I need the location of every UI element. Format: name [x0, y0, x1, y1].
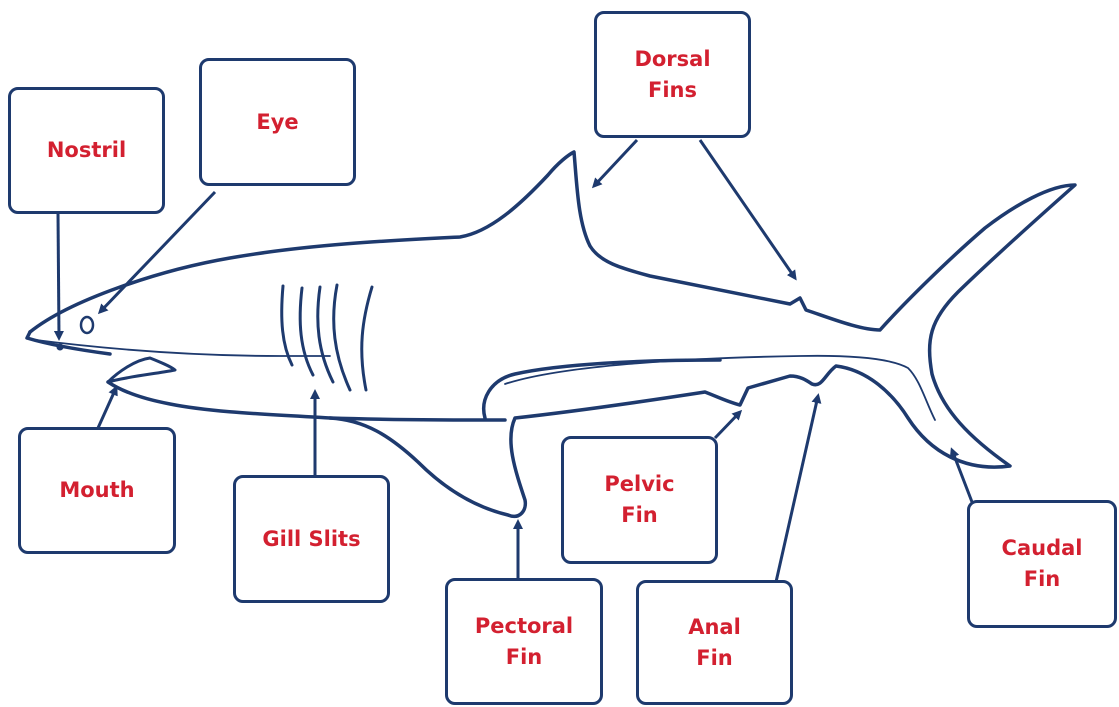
- label-eye: Eye: [256, 107, 298, 138]
- label-box-mouth: Mouth: [18, 427, 176, 554]
- dorsal-fin-arrow-2: [700, 140, 795, 278]
- label-box-dorsal-fins: Dorsal Fins: [594, 11, 751, 138]
- label-gill-slits: Gill Slits: [262, 524, 360, 555]
- label-pectoral-fin: Pectoral Fin: [475, 611, 573, 673]
- anal-fin-arrow: [776, 396, 818, 582]
- nostril-arrow: [58, 213, 59, 338]
- gill-slit-3: [318, 287, 333, 382]
- pelvic-fin-arrow: [715, 412, 740, 438]
- shark-mouth-line: [108, 358, 175, 382]
- label-anal-fin: Anal Fin: [688, 612, 741, 674]
- label-nostril: Nostril: [47, 135, 126, 166]
- shark-belly-line: [330, 418, 505, 420]
- label-box-pectoral-fin: Pectoral Fin: [445, 578, 603, 705]
- label-box-gill-slits: Gill Slits: [233, 475, 390, 603]
- gill-slit-4: [334, 285, 350, 390]
- label-box-nostril: Nostril: [8, 87, 165, 214]
- gill-slit-5: [362, 287, 372, 390]
- mouth-arrow: [98, 388, 116, 428]
- label-caudal-fin: Caudal Fin: [1002, 533, 1083, 595]
- shark-eye: [81, 317, 93, 333]
- gill-slit-1: [282, 286, 292, 365]
- caudal-fin-arrow: [952, 450, 972, 502]
- shark-nostril: [57, 344, 64, 351]
- label-box-eye: Eye: [199, 58, 356, 186]
- label-mouth: Mouth: [59, 475, 134, 506]
- gill-slit-2: [300, 288, 313, 375]
- label-box-caudal-fin: Caudal Fin: [967, 500, 1117, 628]
- label-box-anal-fin: Anal Fin: [636, 580, 793, 705]
- label-dorsal-fins: Dorsal Fins: [634, 44, 710, 106]
- label-box-pelvic-fin: Pelvic Fin: [561, 436, 718, 564]
- pectoral-fin-edge: [484, 360, 720, 418]
- label-pelvic-fin: Pelvic Fin: [604, 469, 674, 531]
- shark-upper-outline: [30, 152, 1075, 516]
- dorsal-fin-arrow-1: [594, 140, 637, 186]
